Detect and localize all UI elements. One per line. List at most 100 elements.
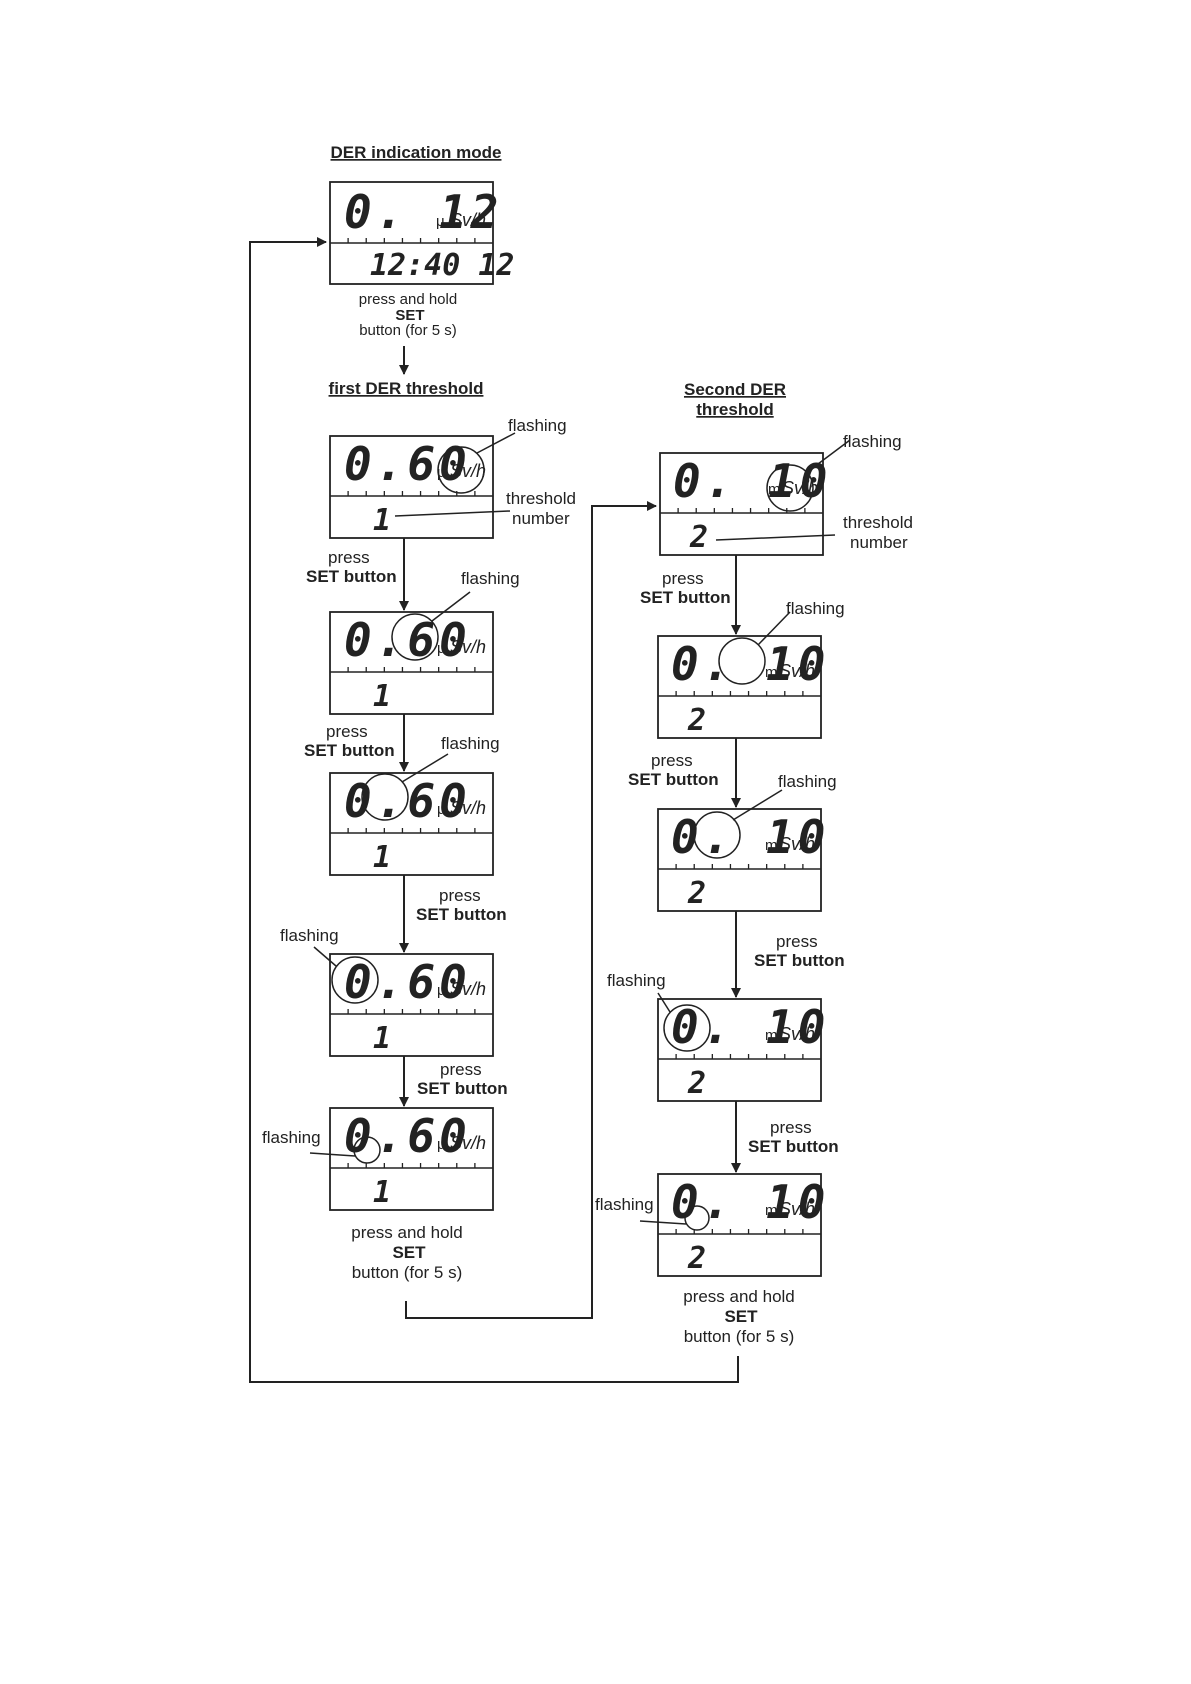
caption-set: SET (724, 1307, 758, 1326)
unit-label: Sv/h (450, 461, 486, 481)
display-first-3: 0.60 μ Sv/h 1 (329, 772, 494, 876)
label-set-button-s4: SET button (748, 1137, 839, 1156)
unit-prefix: m (765, 1027, 778, 1044)
connector-first-to-second (405, 501, 657, 1319)
display-value: 0. 10 (671, 1175, 829, 1229)
label-set-button-f4: SET button (417, 1079, 508, 1098)
display-second-1: 0. 10 m Sv/h 2 (659, 452, 831, 556)
caption-for-5s: button (for 5 s) (684, 1327, 795, 1346)
unit-prefix: μ (437, 464, 446, 481)
unit-label: Sv/h (779, 661, 815, 681)
label-number-s1: number (850, 533, 908, 552)
display-first-2: 0.60 μ Sv/h 1 (329, 611, 494, 715)
threshold-digit: 1 (373, 840, 391, 875)
threshold-digit: 1 (373, 1175, 391, 1210)
label-press-s3: press (776, 932, 818, 951)
unit-label: Sv/h (450, 1133, 486, 1153)
display-first-5: 0.60 μ Sv/h 1 (329, 1107, 494, 1211)
display-value: 0.60 (344, 955, 471, 1009)
label-press-f1: press (328, 548, 370, 567)
label-set-button-f2: SET button (304, 741, 395, 760)
caption-mode-hold: press and hold SET button (for 5 s) (359, 291, 457, 339)
label-threshold-s1: threshold (843, 513, 913, 532)
display-value: 0.60 (344, 774, 471, 828)
unit-prefix: m (765, 837, 778, 854)
clock-readout: 12:40 12 (370, 248, 515, 283)
label-press-f2: press (326, 722, 368, 741)
label-number-f1: number (512, 509, 570, 528)
unit-prefix: m (768, 481, 781, 498)
header-first-der-threshold: first DER threshold (329, 379, 484, 398)
label-flashing-f4: flashing (280, 926, 339, 945)
caption-for-5s: button (for 5 s) (352, 1263, 463, 1282)
label-flashing-f5: flashing (262, 1128, 321, 1147)
label-flashing-s5: flashing (595, 1195, 654, 1214)
label-press-s2: press (651, 751, 693, 770)
display-value: 0.60 (344, 1109, 471, 1163)
label-flashing-f3: flashing (441, 734, 500, 753)
unit-label: Sv/h (450, 637, 486, 657)
unit-label: Sv/h (782, 478, 818, 498)
display-value: 0. 10 (671, 810, 829, 864)
label-set-button-s1: SET button (640, 588, 731, 607)
unit-label: Sv/h (450, 210, 486, 230)
label-threshold-f1: threshold (506, 489, 576, 508)
display-der-mode: 0. 12 μ Sv/h 12:40 12 (329, 181, 515, 285)
display-second-4: 0. 10 m Sv/h 2 (657, 998, 829, 1102)
caption-press-and-hold: press and hold (359, 291, 457, 308)
label-flashing-f1: flashing (508, 416, 567, 435)
threshold-digit: 2 (687, 1241, 706, 1276)
unit-prefix: μ (437, 801, 446, 818)
label-flashing-s4: flashing (607, 971, 666, 990)
label-set-button-f1: SET button (306, 567, 397, 586)
display-value: 0.60 (344, 437, 471, 491)
threshold-digit: 2 (687, 703, 706, 738)
display-second-5: 0. 10 m Sv/h 2 (657, 1173, 829, 1277)
threshold-digit: 2 (687, 876, 706, 911)
label-set-button-f3: SET button (416, 905, 507, 924)
display-first-1: 0.60 μ Sv/h 1 (329, 435, 494, 539)
label-press-s4: press (770, 1118, 812, 1137)
display-second-3: 0. 10 m Sv/h 2 (657, 808, 829, 912)
display-first-4: 0.60 μ Sv/h 1 (329, 953, 494, 1057)
caption-for-5s: button (for 5 s) (359, 322, 457, 339)
unit-prefix: m (765, 664, 778, 681)
label-set-button-s3: SET button (754, 951, 845, 970)
label-press-f4: press (440, 1060, 482, 1079)
connector-return-to-mode (249, 237, 739, 1383)
unit-prefix: m (765, 1202, 778, 1219)
label-flashing-f2: flashing (461, 569, 520, 588)
unit-prefix: μ (437, 982, 446, 999)
display-value: 0. 10 (673, 454, 831, 508)
display-value: 0. 10 (671, 1000, 829, 1054)
unit-label: Sv/h (450, 979, 486, 999)
label-flashing-s3: flashing (778, 772, 837, 791)
threshold-digit: 1 (373, 503, 391, 538)
threshold-digit: 1 (373, 1021, 391, 1056)
label-press-s1: press (662, 569, 704, 588)
unit-prefix: μ (437, 640, 446, 657)
unit-prefix: μ (437, 1136, 446, 1153)
label-flashing-s2: flashing (786, 599, 845, 618)
threshold-digit: 2 (687, 1066, 706, 1101)
unit-label: Sv/h (779, 834, 815, 854)
unit-label: Sv/h (450, 798, 486, 818)
display-second-2: 0. 10 m Sv/h 2 (657, 635, 829, 739)
label-set-button-s2: SET button (628, 770, 719, 789)
display-value: 0. 12 (344, 185, 502, 239)
caption-press-and-hold: press and hold (683, 1287, 795, 1306)
unit-label: Sv/h (779, 1199, 815, 1219)
unit-prefix: μ (436, 213, 445, 230)
threshold-digit: 2 (689, 520, 708, 555)
threshold-digit: 1 (373, 679, 391, 714)
caption-first-hold: press and hold SET button (for 5 s) (351, 1223, 463, 1282)
caption-set: SET (392, 1243, 426, 1262)
header-second-der-threshold-line2: threshold (696, 400, 773, 419)
caption-second-hold: press and hold SET button (for 5 s) (683, 1287, 795, 1346)
caption-set: SET (395, 307, 424, 324)
label-flashing-s1: flashing (843, 432, 902, 451)
display-value: 0. 10 (671, 637, 829, 691)
header-der-indication-mode: DER indication mode (331, 143, 502, 162)
unit-label: Sv/h (779, 1024, 815, 1044)
